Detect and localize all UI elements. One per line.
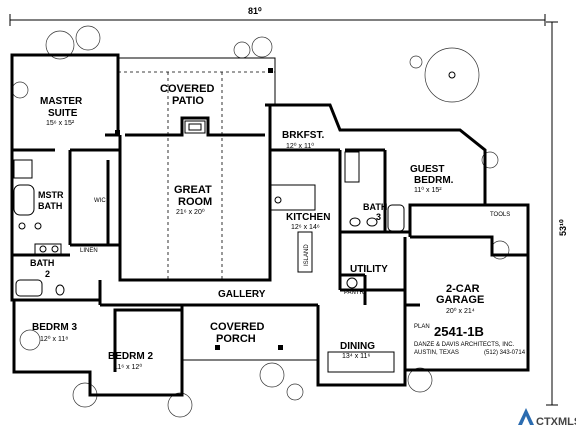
fixtures [13, 68, 405, 373]
bedrm2-size: 11⁶ x 12⁰ [114, 363, 142, 371]
guest-name-1: GUEST [410, 164, 444, 175]
kitchen-name: KITCHEN [286, 212, 330, 223]
bedrm2-name: BEDRM 2 [108, 351, 153, 362]
plan-phone: (512) 343-0714 [484, 350, 526, 356]
garage-name-1: 2-CAR [446, 283, 480, 295]
utility-name: UTILITY [350, 264, 388, 275]
brkfst-name: BRKFST. [282, 130, 324, 141]
plan-title-block: PLAN 2541-1B DANZE & DAVIS ARCHITECTS, I… [410, 320, 526, 366]
ctxmls-brand: CTXMLS [536, 416, 576, 428]
garage-size: 20⁰ x 21⁴ [446, 307, 475, 315]
pantry-label: PANTRY [344, 290, 368, 296]
interior-walls [12, 148, 420, 307]
porch-name-2: PORCH [216, 333, 256, 345]
overall-depth-label: 53¹⁰ [558, 219, 568, 236]
island-label: ISLAND [304, 244, 310, 266]
porch-name-1: COVERED [210, 321, 264, 333]
garage-name-2: GARAGE [436, 294, 484, 306]
patio-name-2: PATIO [172, 95, 204, 107]
great-name-2: ROOM [178, 196, 212, 208]
bedrm3-name: BEDRM 3 [32, 322, 77, 333]
guest-name-2: BEDRM. [414, 175, 454, 186]
room-labels: MASTER SUITE 15⁶ x 15² MSTR BATH WIC LIN… [30, 83, 510, 371]
bath3-name-2: 3 [376, 212, 381, 222]
dining-name: DINING [340, 341, 375, 352]
bedrm3-size: 12⁰ x 11⁸ [40, 335, 68, 343]
plan-number: 2541-1B [434, 324, 484, 339]
tools-label: TOOLS [490, 212, 510, 218]
patio-name-1: COVERED [160, 83, 214, 95]
bath2-name-1: BATH [30, 258, 54, 268]
great-size: 21⁶ x 20⁰ [176, 208, 205, 216]
plan-label: PLAN [414, 324, 430, 330]
master-name-1: MASTER [40, 96, 83, 107]
master-name-2: SUITE [48, 108, 78, 119]
plan-city: AUSTIN, TEXAS [414, 350, 459, 356]
overall-width-label: 81⁰ [248, 6, 262, 16]
master-size: 15⁶ x 15² [46, 120, 75, 127]
bath2-name-2: 2 [45, 269, 50, 279]
ctxmls-logo: CTXMLS [518, 408, 576, 428]
plan-firm: DANZE & DAVIS ARCHITECTS, INC. [414, 342, 515, 348]
overall-dimensions: 81⁰ 53¹⁰ [9, 6, 568, 406]
mstrbath-name-2: BATH [38, 201, 62, 211]
mstrbath-name-1: MSTR [38, 190, 64, 200]
dining-size: 13⁴ x 11⁶ [342, 353, 370, 360]
gallery-name: GALLERY [218, 289, 266, 300]
kitchen-size: 12⁶ x 14⁶ [291, 224, 320, 231]
bath3-name-1: BATH [363, 202, 387, 212]
guest-size: 11⁰ x 15² [414, 186, 442, 194]
linen-label: LINEN [80, 248, 98, 254]
wic-label: WIC [94, 198, 106, 204]
great-name-1: GREAT [174, 184, 212, 196]
landscaping [11, 25, 510, 418]
brkfst-size: 12⁰ x 11⁰ [286, 142, 314, 150]
